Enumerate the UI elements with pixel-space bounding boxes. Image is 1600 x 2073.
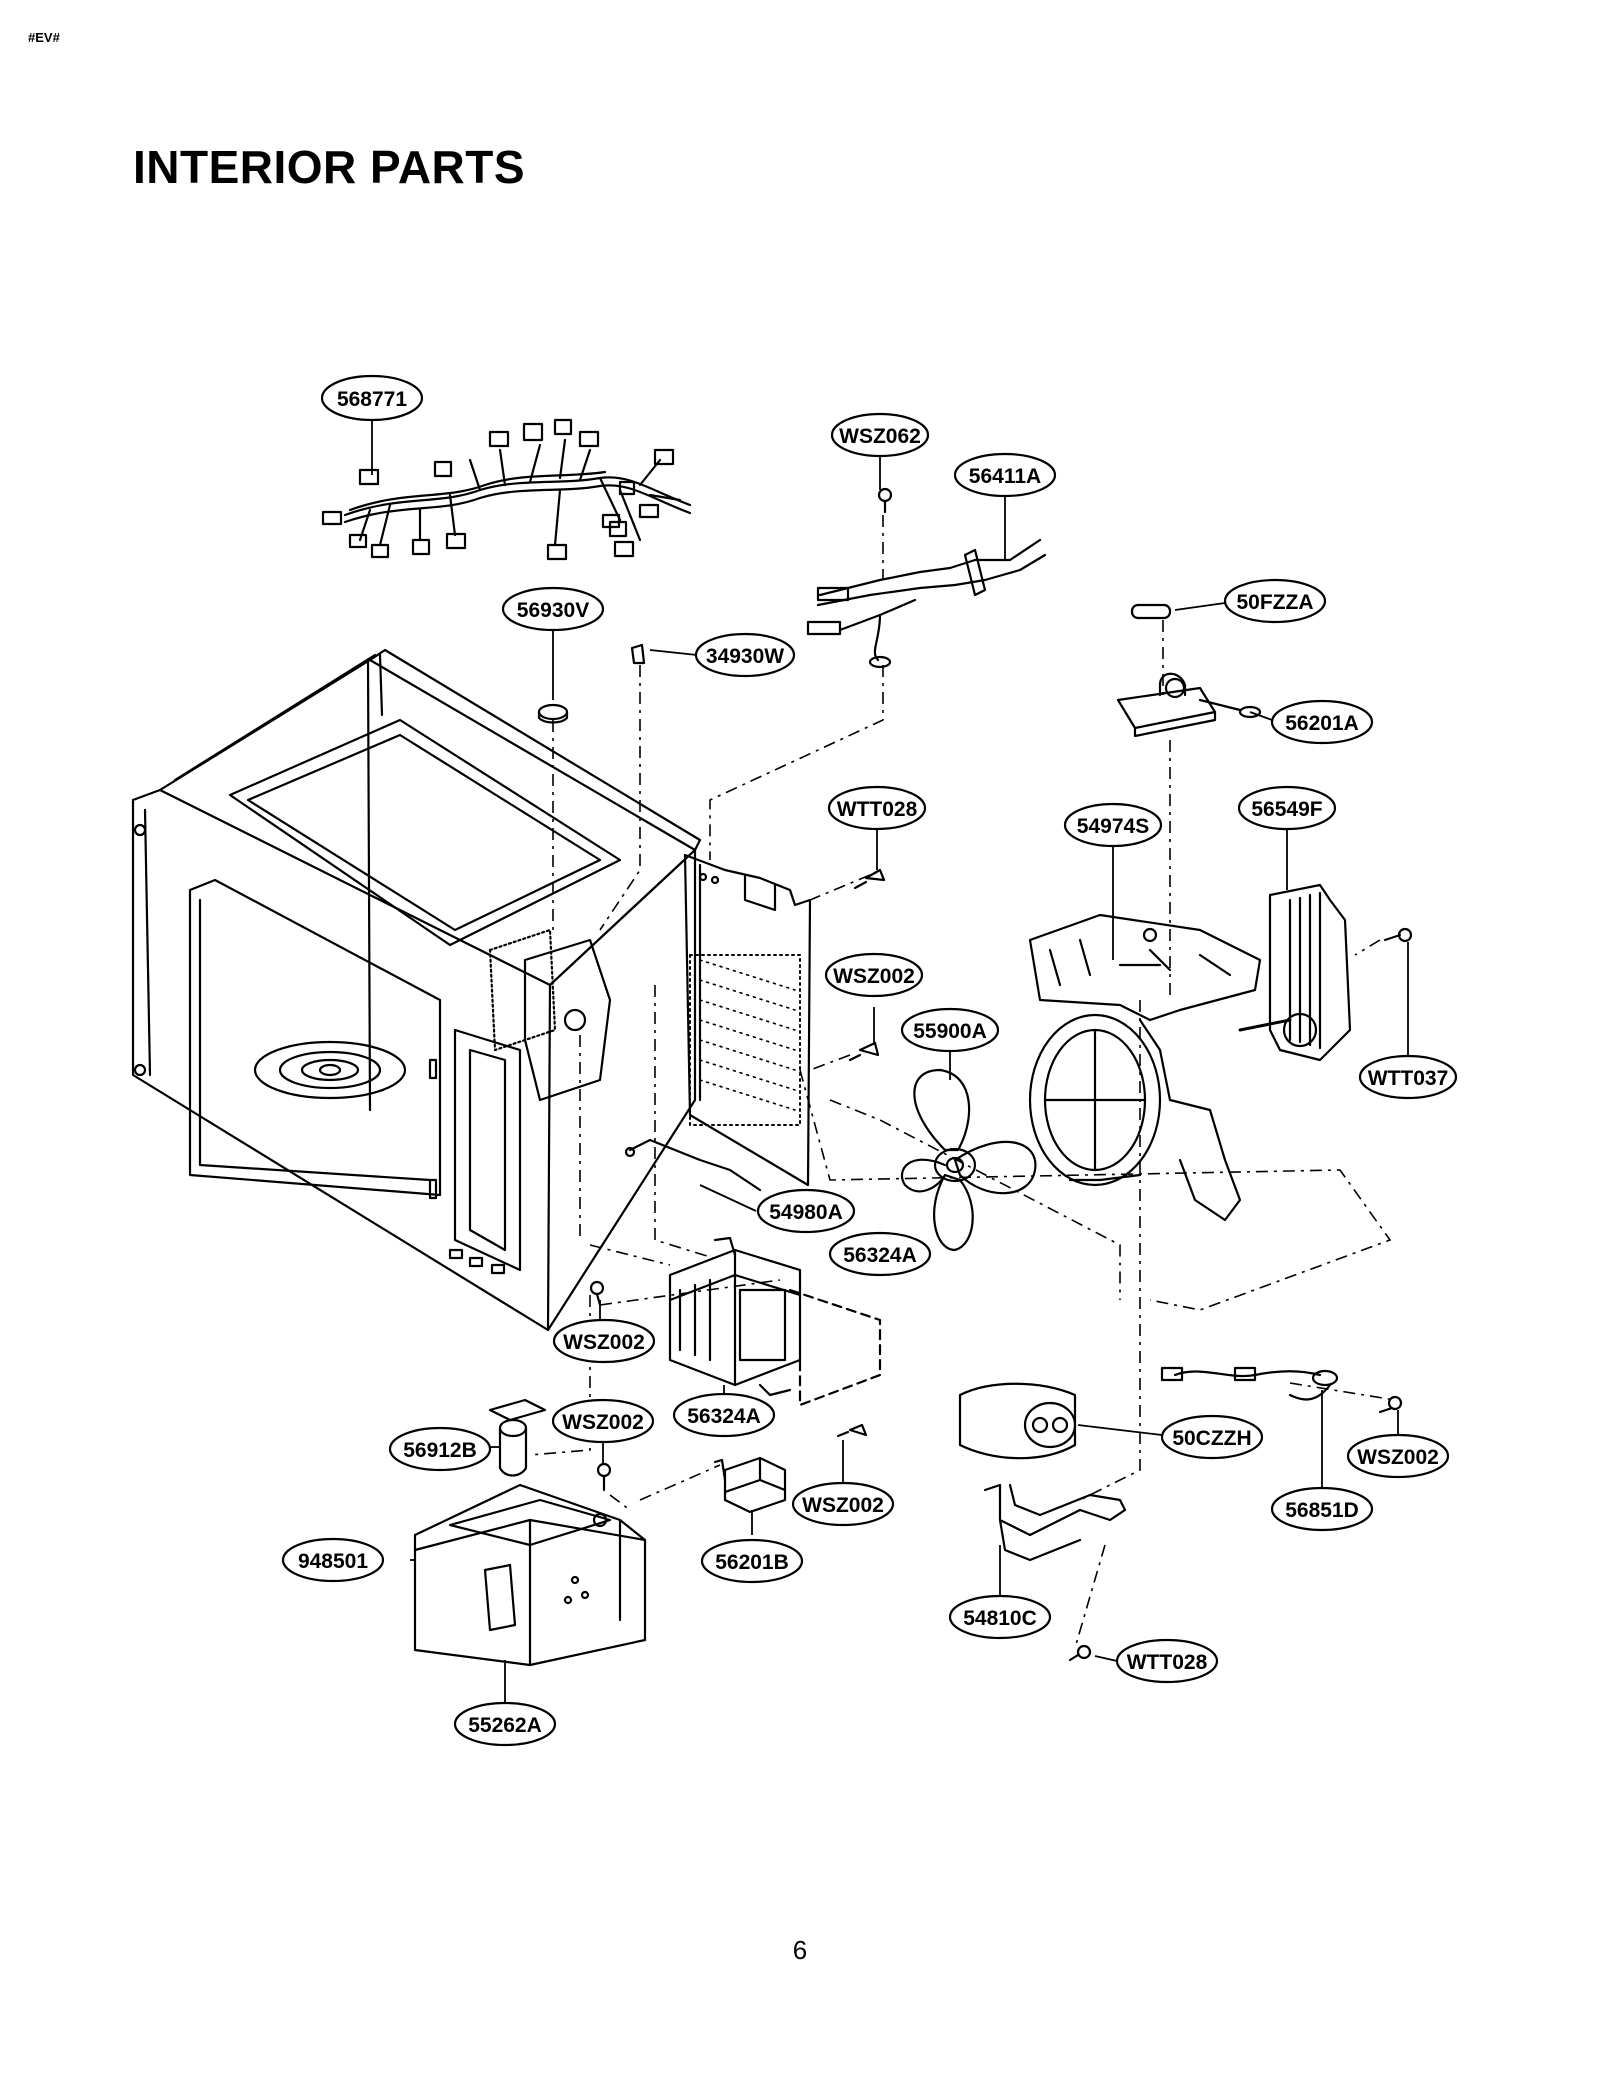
diode-drawing — [1160, 1366, 1339, 1401]
page-number: 6 — [792, 1935, 808, 1965]
callout-wsz002-lower: WSZ002 — [551, 1398, 655, 1444]
callout-label: 56930V — [517, 599, 589, 622]
stirrer-wire-drawing — [624, 1138, 762, 1192]
callout-label: 56912B — [403, 1439, 477, 1462]
callout-56201b: 56201B — [700, 1538, 804, 1584]
callout-wsz002-left: WSZ002 — [552, 1318, 656, 1364]
callout-label: WSZ062 — [839, 425, 921, 448]
callout-wsz002-right: WSZ002 — [1346, 1433, 1450, 1479]
callout-56930v: 56930V — [501, 586, 605, 632]
callout-56324a-bottom: 56324A — [672, 1392, 776, 1438]
callout-55900a: 55900A — [900, 1007, 1000, 1053]
callout-label: 34930W — [706, 645, 784, 668]
callout-label: WSZ002 — [833, 965, 915, 988]
callout-wsz062: WSZ062 — [830, 412, 930, 458]
callout-label: 568771 — [337, 388, 407, 411]
relay-drawing — [713, 1456, 787, 1514]
callout-label: 948501 — [298, 1550, 368, 1573]
callout-56851d: 56851D — [1270, 1486, 1374, 1532]
fan-motor-drawing — [1238, 883, 1413, 1062]
callout-label: WSZ002 — [562, 1411, 644, 1434]
callout-wsz002-mid: WSZ002 — [824, 952, 924, 998]
callout-568771: 568771 — [320, 374, 424, 422]
capacitor-drawing — [958, 1382, 1077, 1460]
callout-label: 56851D — [1285, 1499, 1359, 1522]
callout-label: WTT037 — [1368, 1067, 1449, 1090]
control-box-drawing — [413, 1483, 647, 1667]
callout-label: WSZ002 — [563, 1331, 645, 1354]
callout-56411a: 56411A — [953, 452, 1057, 498]
callout-label: 50CZZH — [1172, 1427, 1251, 1450]
callout-label: WTT028 — [1127, 1651, 1208, 1674]
page-title: INTERIOR PARTS — [133, 141, 526, 193]
callout-wtt028-top: WTT028 — [827, 785, 927, 831]
callout-label: 55262A — [468, 1714, 542, 1737]
callout-label: 54980A — [769, 1201, 843, 1224]
callout-label: WTT028 — [837, 798, 918, 821]
leader-lines — [371, 420, 1409, 1703]
callout-label: 54974S — [1077, 815, 1149, 838]
magnetron-drawing — [668, 1236, 882, 1407]
callout-56549f: 56549F — [1237, 785, 1337, 831]
callout-label: WSZ002 — [802, 1494, 884, 1517]
callout-54810c: 54810C — [948, 1594, 1052, 1640]
callout-56912b: 56912B — [388, 1426, 492, 1472]
wire-harness-drawing — [321, 418, 692, 561]
callout-55262a: 55262A — [453, 1701, 557, 1747]
callout-50fzza: 50FZZA — [1223, 578, 1327, 624]
stirrer-motor-drawing — [488, 1398, 547, 1477]
callout-56324a-top: 56324A — [828, 1231, 932, 1277]
callout-56201a: 56201A — [1270, 699, 1374, 745]
callout-34930w: 34930W — [694, 632, 796, 678]
screws-drawing — [589, 487, 1403, 1662]
callout-50czzh: 50CZZH — [1160, 1414, 1264, 1460]
callout-wsz002-center: WSZ002 — [791, 1481, 895, 1527]
callout-label: WSZ002 — [1357, 1446, 1439, 1469]
callout-label: 56324A — [843, 1244, 917, 1267]
callout-948501: 948501 — [281, 1537, 385, 1583]
capacitor-bracket-drawing — [983, 1483, 1127, 1562]
oven-cavity-drawing — [131, 648, 702, 1332]
callout-label: 54810C — [963, 1607, 1037, 1630]
callout-label: 56201B — [715, 1551, 789, 1574]
callout-54980a: 54980A — [756, 1188, 856, 1234]
callout-label: 50FZZA — [1236, 591, 1313, 614]
document-code: #EV# — [28, 30, 60, 45]
callout-label: 56549F — [1251, 798, 1322, 821]
callout-wtt028-bottom: WTT028 — [1115, 1638, 1219, 1684]
callout-wtt037: WTT037 — [1358, 1054, 1458, 1100]
fan-bracket-drawing — [1028, 913, 1262, 1222]
callouts: 568771 WSZ062 56411A 56930V 34930W 50FZZ… — [281, 374, 1458, 1747]
callout-label: 56324A — [687, 1405, 761, 1428]
callout-54974s: 54974S — [1063, 802, 1163, 848]
callout-label: 56411A — [969, 465, 1041, 488]
assembly-lines — [529, 515, 1396, 1649]
fuse-and-board-drawing — [1116, 603, 1262, 738]
callout-label: 55900A — [913, 1020, 987, 1043]
callout-label: 56201A — [1285, 712, 1359, 735]
fan-drawing — [900, 1068, 1037, 1252]
sensor-wire-drawing — [806, 538, 1047, 669]
back-panel-drawing — [683, 853, 812, 1187]
